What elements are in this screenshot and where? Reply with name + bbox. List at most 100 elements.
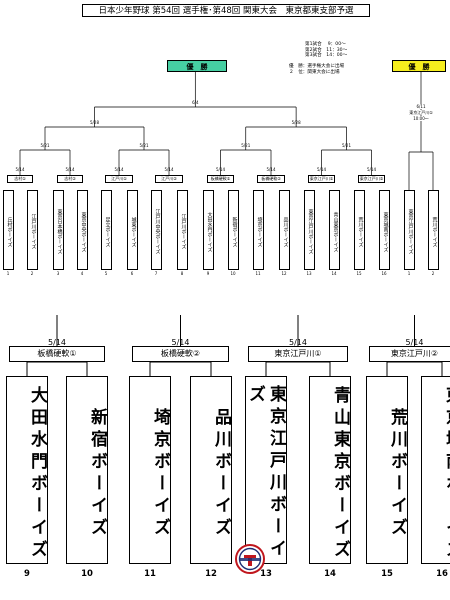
zoom-match-date: 5/14: [405, 338, 424, 347]
team-number: 15: [356, 271, 362, 276]
zoom-team-slot: 品川ボーイズ: [190, 376, 232, 564]
team-number: 13: [306, 271, 312, 276]
sf-date: 5/28: [291, 120, 301, 125]
zoom-team-slot: 荒川ボーイズ: [366, 376, 408, 564]
zoom-team-number: 15: [381, 569, 393, 579]
team-number: 4: [80, 271, 84, 276]
team-slot: 東京江戸川ボーイズ: [303, 190, 315, 270]
zoom-match-box: [248, 346, 348, 362]
r1-match-box: [7, 175, 33, 183]
r1-match-box: [308, 175, 335, 183]
r1-date: 5/14: [65, 167, 75, 172]
r1-match-box: [358, 175, 385, 183]
zoom-team-number: 13: [260, 569, 272, 579]
team-number: 3: [56, 271, 60, 276]
side-team-number: 1: [407, 271, 411, 276]
team-slot: 東京日本橋ボーイズ: [52, 190, 64, 270]
zoom-team-slot: 大田水門ボーイズ: [6, 376, 48, 564]
zoom-team-number: 14: [324, 569, 336, 579]
schedule-notes: 第1試合 9：00～ 第2試合 11：30～ 第3試合 14：00～: [305, 42, 347, 59]
team-number: 12: [281, 271, 287, 276]
r1-match-box: [257, 175, 285, 183]
r1-match-box: [105, 175, 133, 183]
r1-match-box: [155, 175, 183, 183]
r1-venue: 東京江戸川①: [309, 176, 334, 181]
team-number: 7: [154, 271, 158, 276]
zoom-team-number: 16: [436, 569, 448, 579]
zoom-team-slot: 東京江戸川ボーイズ: [245, 376, 287, 564]
page-title: 日本少年野球 第54回 選手権･第48回 関東大会 東京都東支部予選: [82, 4, 370, 17]
team-slot: 東京中央ボーイズ: [76, 190, 88, 270]
zoom-match-date: 5/14: [289, 338, 307, 347]
team-slot: 大田水門ボーイズ: [202, 190, 214, 270]
team-slot: 城東ボーイズ: [126, 190, 138, 270]
zoom-match-venue: 板橋硬軟①: [37, 349, 77, 358]
r1-venue: 江戸川①: [111, 176, 127, 181]
zoom-team-slot: 東京城南ボーイズ: [421, 376, 450, 564]
team-slot: 江戸川中央ボーイズ: [150, 190, 162, 270]
zoom-match-box: [132, 346, 229, 362]
side-venue: 東京江戸川①: [401, 110, 441, 115]
r1-date: 5/14: [216, 167, 225, 172]
sf-date: 5/28: [90, 120, 99, 125]
zoom-match-date: 5/14: [171, 338, 190, 347]
r1-date: 5/14: [15, 167, 25, 172]
zoom-team-slot: 青山東京ボーイズ: [309, 376, 351, 564]
team-number: 14: [331, 271, 337, 276]
team-number: 1: [6, 271, 10, 276]
team-slot: 品川ボーイズ: [278, 190, 290, 270]
team-slot: 青山東京ボーイズ: [328, 190, 340, 270]
r1-date: 5/14: [164, 167, 174, 172]
team-slot: 丘村ボーイズ: [2, 190, 14, 270]
zoom-team-number: 10: [81, 569, 93, 579]
zoom-match-box: [9, 346, 105, 362]
side-team-slot: 荒川ボーイズ: [427, 190, 439, 270]
zoom-match-venue: 東京江戸川②: [390, 349, 439, 358]
team-slot: 足立ボーイズ: [100, 190, 112, 270]
schedule-line: 第1試合 9：00～: [305, 42, 346, 47]
team-number: 5: [104, 271, 108, 276]
r1-venue: 志村①: [14, 176, 26, 181]
zoom-team-number: 11: [144, 569, 156, 579]
r1-venue: 東京江戸川②: [359, 176, 384, 181]
r1-date: 5/14: [266, 167, 276, 172]
team-slot: 埼京ボーイズ: [252, 190, 264, 270]
final-date: 6/4: [192, 100, 199, 105]
team-number: 10: [230, 271, 236, 276]
qualify-line: 優 勝：選手権大会に出場: [289, 64, 345, 69]
r1-date: 5/14: [114, 167, 124, 172]
qualify-line: ２ 位：関東大会に出場: [289, 69, 340, 75]
team-slot: 東京城南ボーイズ: [378, 190, 390, 270]
side-date: 6/11: [403, 104, 439, 109]
side-team-number: 2: [431, 271, 435, 276]
team-logo-icon: [235, 544, 265, 574]
zoom-match-box: [369, 346, 450, 362]
r1-venue: 志村②: [64, 176, 76, 181]
team-slot: 江戸川ボーイズ: [176, 190, 188, 270]
team-number: 16: [381, 271, 387, 276]
team-number: 6: [130, 271, 134, 276]
zoom-team-number: 12: [205, 569, 217, 579]
schedule-line: 第2試合 11：30～: [305, 47, 348, 53]
qf-date: 5/21: [40, 143, 50, 148]
r1-match-box: [57, 175, 83, 183]
schedule-line: 第3試合 14：00～: [305, 53, 348, 58]
side-team-slot: 東京江戸川ボーイズ: [403, 190, 415, 270]
r1-venue: 板橋硬軟②: [261, 176, 281, 181]
zoom-match-date: 5/14: [48, 338, 66, 347]
zoom-match-venue: 東京江戸川①: [274, 349, 322, 358]
team-number: 2: [30, 271, 34, 276]
zoom-team-slot: 新宿ボーイズ: [66, 376, 108, 564]
team-slot: 新宿ボーイズ: [227, 190, 239, 270]
qf-date: 5/21: [139, 143, 149, 148]
team-number: 9: [206, 271, 210, 276]
qualify-notes: 優 勝：選手権大会に出場 ２ 位：関東大会に出場: [289, 64, 344, 75]
r1-venue: 江戸川②: [161, 176, 177, 181]
r1-date: 5/14: [317, 167, 326, 172]
zoom-match-venue: 板橋硬軟②: [160, 349, 201, 358]
zoom-team-slot: 埼京ボーイズ: [129, 376, 171, 564]
qf-date: 5/21: [342, 143, 351, 148]
team-number: 8: [180, 271, 184, 276]
champion-box-main: 優 勝: [167, 60, 227, 72]
